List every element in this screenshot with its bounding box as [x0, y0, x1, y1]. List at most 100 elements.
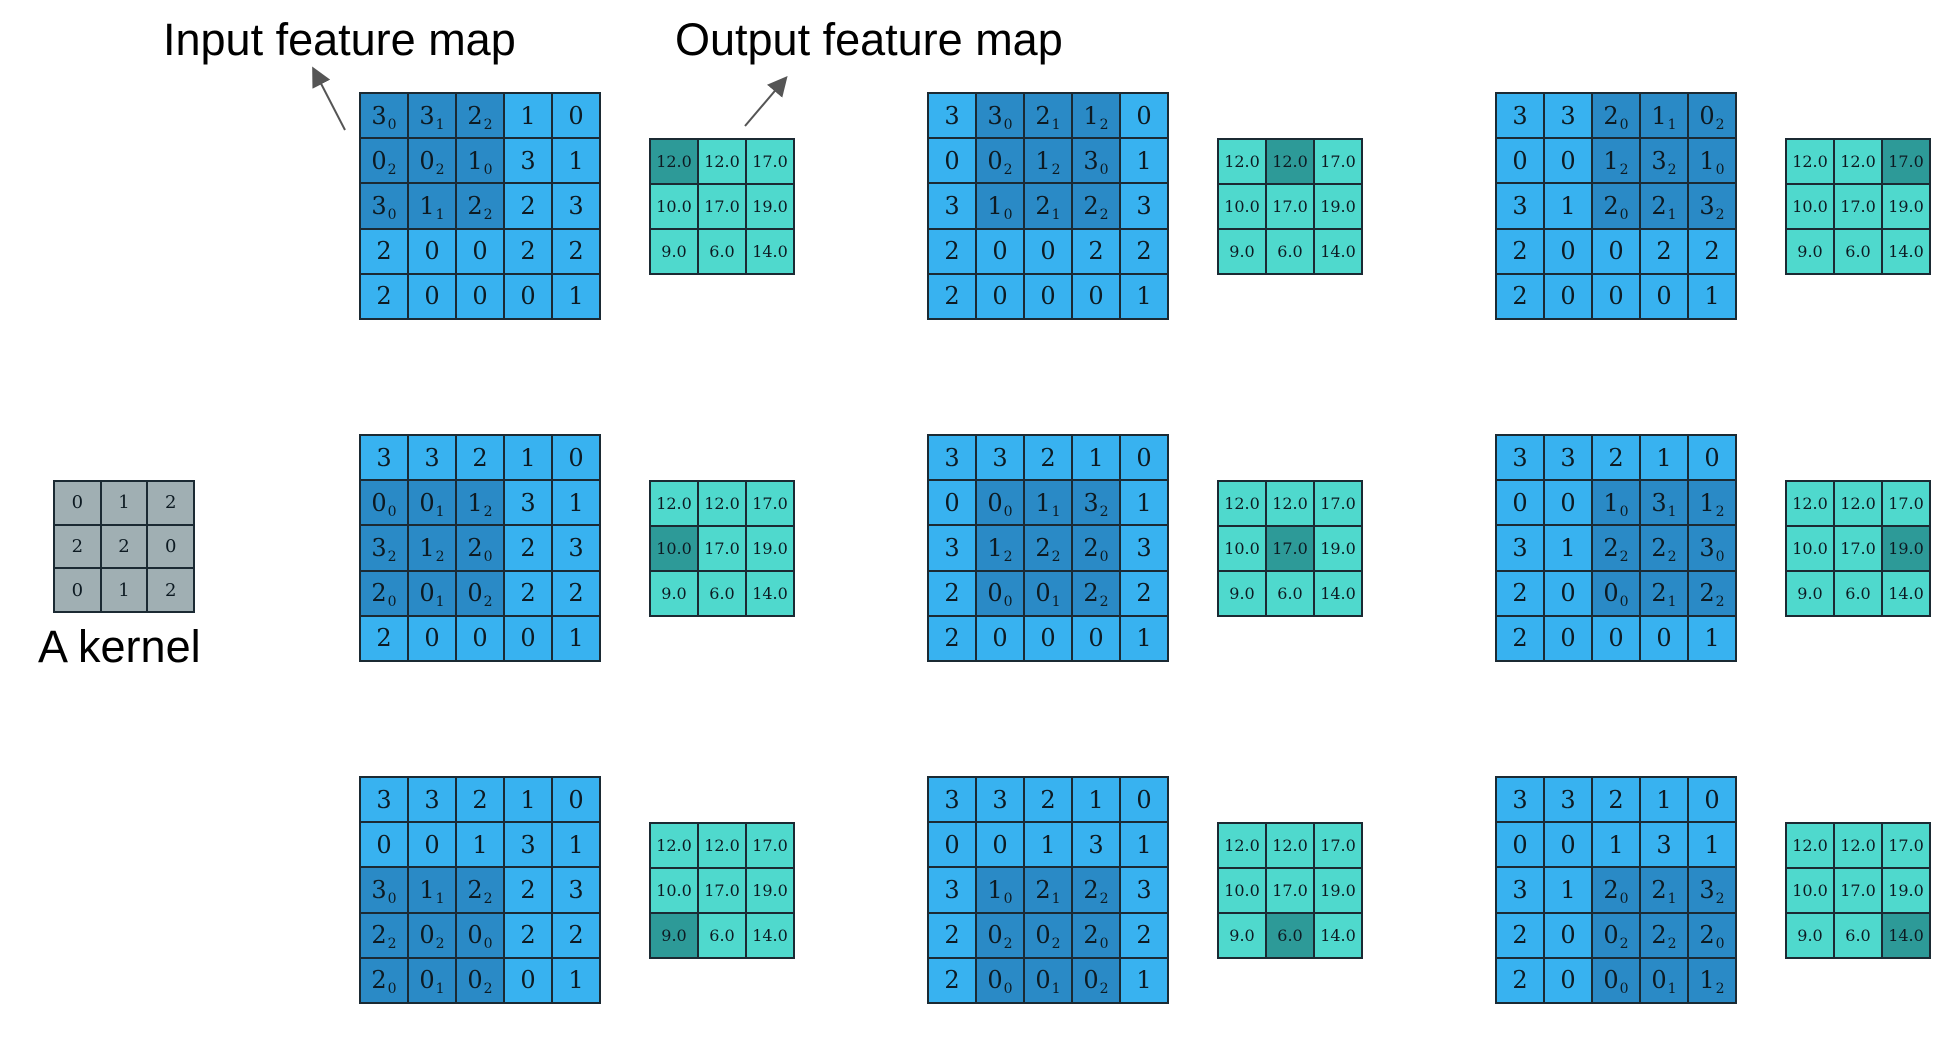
input-cell-value: 2	[1512, 624, 1528, 653]
output-cell: 10.0	[1787, 869, 1833, 912]
output-cell: 12.0	[1267, 482, 1313, 525]
kernel-weight-subscript: 1	[1051, 594, 1061, 611]
input-cell: 2	[929, 616, 975, 660]
input-cell-value: 2	[1083, 191, 1099, 220]
kernel-weight-subscript: 1	[435, 981, 445, 998]
input-cell-value: 1	[419, 875, 435, 904]
input-cell-value: 1	[1040, 830, 1056, 859]
input-cell: 2	[929, 571, 975, 615]
kernel-weight-subscript: 2	[1003, 936, 1013, 953]
input-cell-value: 2	[1512, 921, 1528, 950]
input-cell-value: 0	[992, 624, 1008, 653]
kernel-weight-subscript: 0	[1003, 594, 1013, 611]
input-cell: 1	[505, 778, 551, 822]
input-cell-value: 3	[371, 533, 387, 562]
input-cell-value: 0	[1560, 579, 1576, 608]
kernel-weight-subscript: 0	[483, 936, 493, 953]
output-cell: 17.0	[1267, 869, 1313, 912]
input-cell-value: 0	[1083, 966, 1099, 995]
input-cell-value: 3	[1088, 830, 1104, 859]
input-cell: 0	[1025, 274, 1071, 318]
input-cell-value: 2	[520, 921, 536, 950]
input-cell: 0	[1593, 229, 1639, 273]
input-cell: 1	[1121, 274, 1167, 318]
input-cell: 2	[929, 958, 975, 1002]
input-cell: 3	[929, 436, 975, 480]
output-cell: 19.0	[1315, 185, 1361, 228]
output-cell: 6.0	[1835, 572, 1881, 615]
kernel-weight-subscript: 1	[435, 206, 445, 223]
input-cell-value: 0	[1704, 785, 1720, 814]
output-cell: 17.0	[1883, 482, 1929, 525]
input-cell-value: 0	[987, 921, 1003, 950]
input-cell-value: 3	[944, 191, 960, 220]
input-cell-value: 1	[1035, 146, 1051, 175]
kernel-weight-subscript: 2	[1051, 161, 1061, 178]
input-cell-value: 2	[376, 237, 392, 266]
kernel-weight-subscript: 1	[1667, 890, 1677, 907]
input-cell: 0	[1545, 229, 1591, 273]
output-label-arrow	[744, 75, 788, 127]
input-cell-value: 1	[1603, 488, 1619, 517]
input-cell-value: 3	[1512, 875, 1528, 904]
input-cell-value: 3	[1560, 785, 1576, 814]
kernel-weight-subscript: 0	[1619, 981, 1629, 998]
input-cell: 3	[505, 481, 551, 525]
input-cell: 2	[1025, 436, 1071, 480]
input-cell: 3	[1073, 823, 1119, 867]
kernel-weight-subscript: 2	[483, 206, 493, 223]
input-cell-value: 0	[1088, 282, 1104, 311]
input-cell-value: 1	[1560, 533, 1576, 562]
input-cell: 2	[505, 526, 551, 570]
input-cell: 2	[1689, 229, 1735, 273]
input-cell: 2	[1497, 229, 1543, 273]
input-cell: 0	[929, 481, 975, 525]
input-cell: 0	[1545, 958, 1591, 1002]
input-cell-value: 2	[1512, 282, 1528, 311]
input-cell-value: 1	[520, 101, 536, 130]
input-cell: 3	[361, 436, 407, 480]
input-cell: 0	[977, 274, 1023, 318]
input-cell-value: 0	[472, 237, 488, 266]
input-cell-value: 0	[472, 624, 488, 653]
input-cell-value: 2	[1608, 785, 1624, 814]
input-cell-value: 3	[520, 146, 536, 175]
input-cell: 3	[1545, 436, 1591, 480]
input-cell: 3	[553, 526, 599, 570]
input-cell-value: 0	[1035, 579, 1051, 608]
output-cell: 10.0	[1787, 527, 1833, 570]
input-cell-value: 2	[1083, 875, 1099, 904]
input-cell: 2	[1121, 571, 1167, 615]
output-cell: 9.0	[651, 572, 697, 615]
input-cell-value: 2	[944, 282, 960, 311]
output-cell-current: 10.0	[651, 527, 697, 570]
input-cell-value: 2	[1035, 101, 1051, 130]
input-cell-value: 3	[568, 533, 584, 562]
kernel-weight-subscript: 0	[483, 548, 493, 565]
input-cell-value: 2	[1083, 921, 1099, 950]
kernel-weight-subscript: 0	[1003, 503, 1013, 520]
input-cell-value: 2	[1136, 579, 1152, 608]
input-cell-value: 0	[419, 921, 435, 950]
input-cell: 3	[929, 94, 975, 138]
input-cell-value: 3	[419, 101, 435, 130]
kernel-weight-subscript: 0	[1715, 936, 1725, 953]
input-cell-value: 0	[1560, 830, 1576, 859]
output-cell: 12.0	[1835, 482, 1881, 525]
input-cell-value: 1	[987, 191, 1003, 220]
input-cell-value: 0	[1088, 624, 1104, 653]
input-cell-value: 0	[1608, 237, 1624, 266]
input-cell-value: 1	[520, 443, 536, 472]
